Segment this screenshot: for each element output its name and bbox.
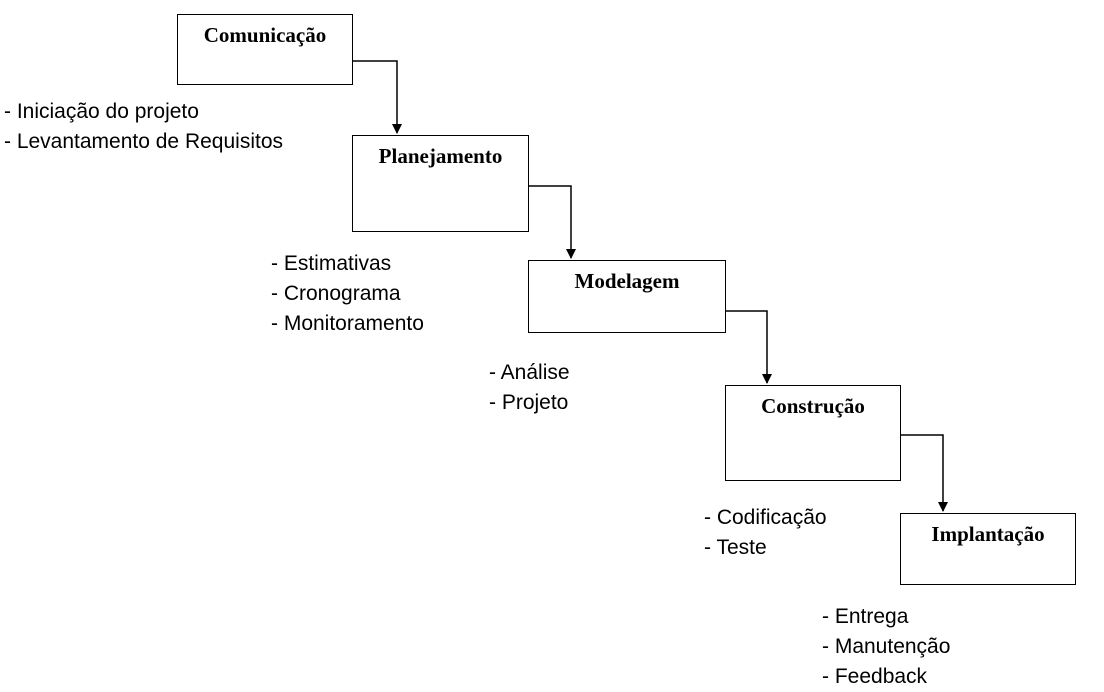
phase-title: Comunicação xyxy=(203,23,327,47)
activity-item: - Feedback xyxy=(822,665,928,688)
activity-item: - Entrega xyxy=(822,605,909,628)
activity-item: - Teste xyxy=(704,536,767,559)
phase-title: Construção xyxy=(761,394,865,418)
phase-box-comunicacao: Comunicação xyxy=(177,14,353,85)
activity-list-comunicacao: - Iniciação do projeto - Levantamento de… xyxy=(4,97,283,157)
activity-list-modelagem: - Análise - Projeto xyxy=(489,358,570,418)
activity-item: - Codificação xyxy=(704,506,827,529)
arrow-comunicacao-to-planejamento xyxy=(352,60,402,134)
phase-box-construcao: Construção xyxy=(725,385,901,481)
activity-item: - Monitoramento xyxy=(271,312,424,335)
activity-item: - Projeto xyxy=(489,391,569,414)
activity-item: - Iniciação do projeto xyxy=(4,100,199,123)
activity-item: - Estimativas xyxy=(271,252,392,275)
phase-box-modelagem: Modelagem xyxy=(528,260,726,333)
activity-list-construcao: - Codificação - Teste xyxy=(704,503,827,563)
phase-title: Planejamento xyxy=(378,144,503,168)
activity-list-implantacao: - Entrega - Manutenção - Feedback xyxy=(822,602,950,692)
phase-box-planejamento: Planejamento xyxy=(352,135,529,232)
activity-item: - Levantamento de Requisitos xyxy=(4,130,283,153)
phase-title: Modelagem xyxy=(574,269,680,293)
phase-title: Implantação xyxy=(931,522,1045,546)
arrow-construcao-to-implantacao xyxy=(900,434,948,512)
phase-box-implantacao: Implantação xyxy=(900,513,1076,585)
activity-item: - Manutenção xyxy=(822,635,951,658)
activity-item: - Cronograma xyxy=(271,282,401,305)
activity-list-planejamento: - Estimativas - Cronograma - Monitoramen… xyxy=(271,249,424,339)
activity-item: - Análise xyxy=(489,361,570,384)
arrow-modelagem-to-construcao xyxy=(725,310,772,384)
arrow-planejamento-to-modelagem xyxy=(528,185,576,259)
